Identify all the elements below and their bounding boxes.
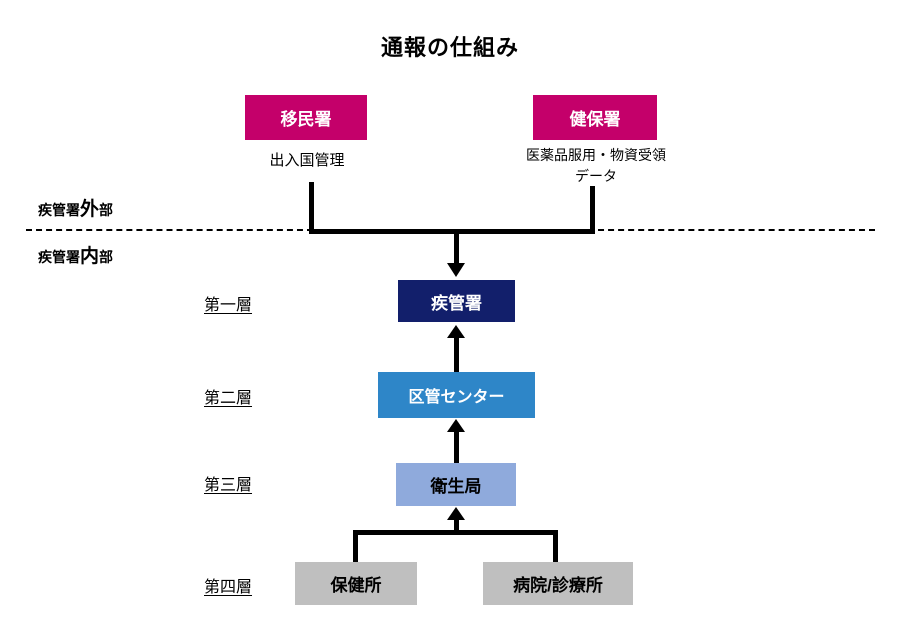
region-label-external: 疾管署外部	[38, 199, 114, 220]
node-health-station: 保健所	[295, 562, 417, 605]
node-health-bureau: 衛生局	[396, 463, 516, 506]
layer-label-1: 第一層	[204, 297, 253, 314]
node-hospital-clinic: 病院/診療所	[483, 562, 633, 605]
arrowhead-district-to-cdc-icon	[447, 325, 465, 338]
connector-top-horizontal	[309, 229, 595, 234]
node-immigration: 移民署	[245, 95, 367, 140]
arrowhead-bureau-to-district-icon	[447, 419, 465, 432]
connector-bottom-horizontal	[353, 530, 558, 535]
connector-bureau-to-district-shaft	[454, 431, 459, 463]
arrowhead-into-cdc-icon	[447, 263, 465, 277]
node-health-insurance: 健保署	[533, 95, 657, 140]
node-district-center: 区管センター	[378, 372, 535, 418]
connector-immigration-drop	[309, 182, 314, 234]
caption-health-insurance-line2: データ	[575, 168, 617, 184]
layer-label-3: 第三層	[204, 477, 253, 494]
connector-district-to-cdc-shaft	[454, 337, 459, 372]
connector-hospital-stub	[553, 532, 558, 562]
node-cdc: 疾管署	[398, 280, 515, 322]
connector-health-station-stub	[353, 532, 358, 562]
connector-health-insurance-drop	[590, 186, 595, 234]
connector-into-cdc-shaft	[454, 232, 459, 264]
page-title: 通報の仕組み	[380, 35, 519, 60]
connector-bottom-to-bureau-shaft	[454, 519, 459, 533]
layer-label-2: 第二層	[204, 390, 253, 407]
caption-health-insurance-line1: 医薬品服用・物資受領	[526, 147, 666, 163]
caption-immigration: 出入国管理	[269, 152, 345, 169]
region-label-internal: 疾管署内部	[38, 246, 114, 267]
arrowhead-bottom-to-bureau-icon	[447, 507, 465, 520]
layer-label-4: 第四層	[204, 579, 253, 596]
